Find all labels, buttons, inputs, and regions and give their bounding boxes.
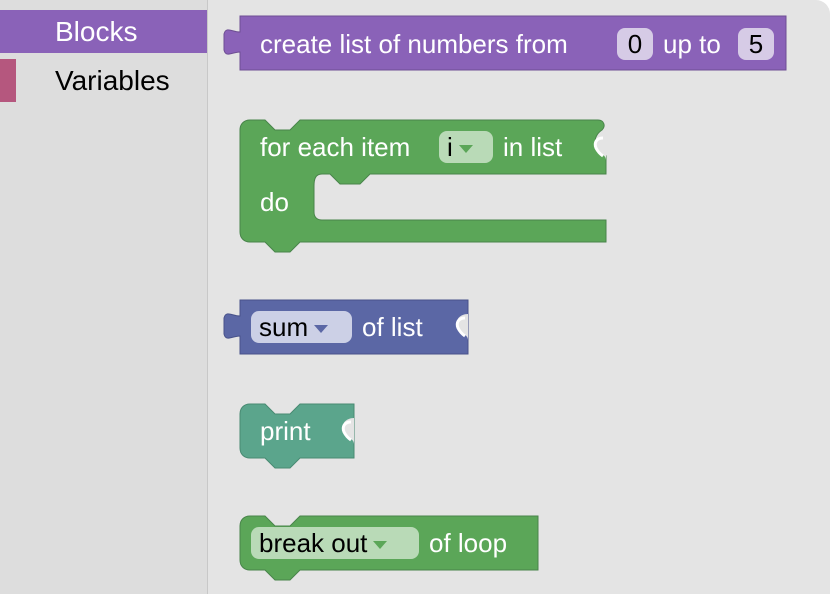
for-each-label: for each item (260, 132, 411, 162)
category-color-swatch (0, 59, 16, 102)
print-label: print (260, 416, 311, 446)
up-to-label: up to (663, 29, 721, 59)
category-color-swatch (0, 10, 16, 53)
chevron-down-icon (314, 325, 329, 334)
do-label: do (260, 187, 289, 217)
variable-dropdown-value: i (447, 132, 453, 162)
category-label: Variables (55, 65, 170, 96)
toolbox-sidebar: Blocks Variables (0, 0, 208, 594)
break-dropdown-value: break out (259, 528, 368, 558)
chevron-down-icon (458, 145, 473, 154)
sum-dropdown-value: sum (259, 312, 309, 342)
chevron-down-icon (373, 541, 388, 550)
sum-dropdown[interactable]: sum (251, 311, 352, 343)
to-number-field[interactable]: 5 (738, 28, 774, 60)
of-list-label: of list (362, 312, 423, 342)
create-list-label: create list of numbers from (260, 29, 568, 59)
variable-dropdown[interactable]: i (439, 131, 493, 163)
category-label: Blocks (55, 16, 138, 47)
category-variables[interactable]: Variables (0, 59, 207, 102)
from-number-field[interactable]: 0 (617, 28, 653, 60)
for-each-block[interactable] (239, 119, 607, 253)
break-dropdown[interactable]: break out (251, 527, 419, 559)
category-blocks[interactable]: Blocks (0, 10, 207, 53)
of-loop-label: of loop (429, 528, 508, 558)
block-flyout (208, 0, 830, 594)
in-list-label: in list (503, 132, 563, 162)
